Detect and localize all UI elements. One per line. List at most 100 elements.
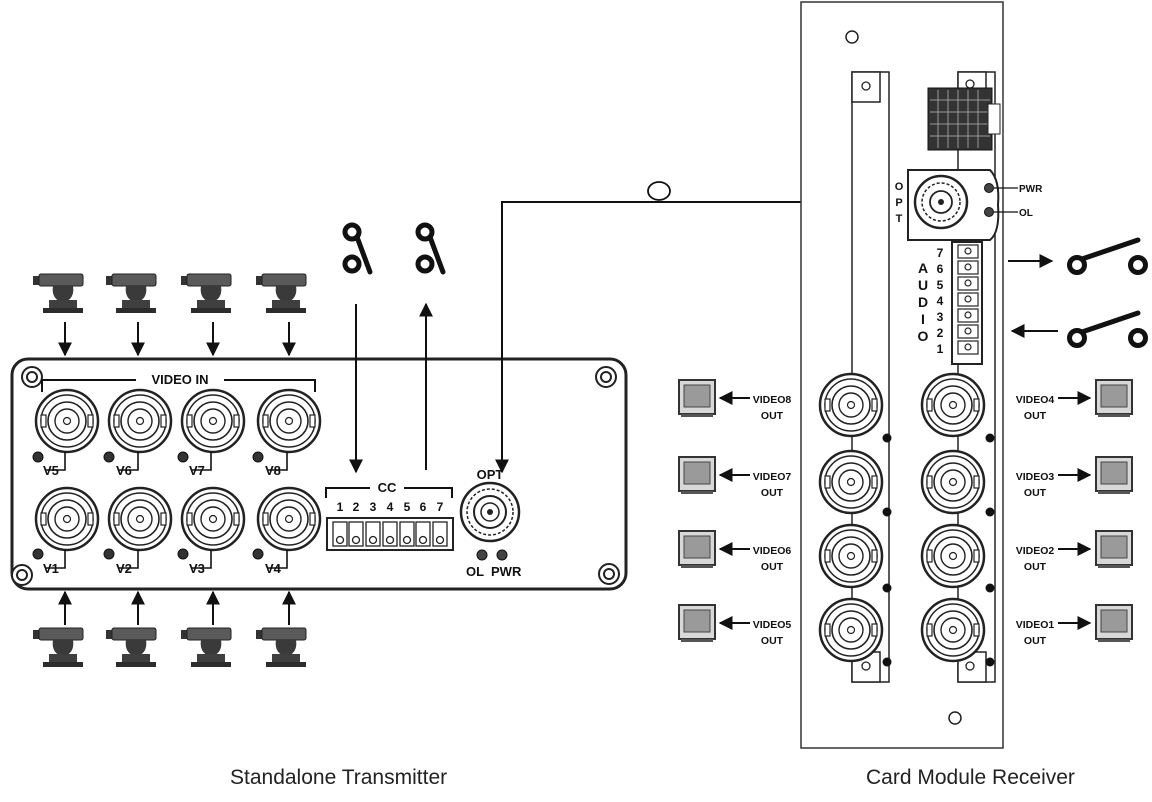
monitor-icon bbox=[678, 604, 716, 643]
audio-number: 5 bbox=[937, 278, 944, 292]
camera-icon bbox=[32, 273, 84, 314]
audio-number: 6 bbox=[937, 262, 944, 276]
ol-label: OL bbox=[466, 564, 484, 579]
bnc-output-video3[interactable] bbox=[920, 449, 986, 515]
bnc-output-video2[interactable] bbox=[920, 523, 986, 589]
cc-number: 6 bbox=[420, 500, 427, 514]
bnc-input-v2[interactable] bbox=[107, 486, 173, 552]
audio-number: 7 bbox=[937, 246, 944, 260]
audio-terminal-block[interactable] bbox=[951, 241, 983, 365]
cc-number: 4 bbox=[387, 500, 394, 514]
video-in-label: VIDEO IN bbox=[151, 372, 208, 387]
bnc-output-video6[interactable] bbox=[818, 523, 884, 589]
output-out-label: OUT bbox=[761, 487, 784, 499]
audio-letter: D bbox=[918, 294, 928, 310]
contact-closure-switch-icon bbox=[345, 225, 370, 272]
cc-number: 1 bbox=[337, 500, 344, 514]
bnc-input-v3[interactable] bbox=[180, 486, 246, 552]
monitor-icon bbox=[1095, 604, 1133, 643]
bnc-output-video4[interactable] bbox=[920, 372, 986, 438]
receiver-optical-connector[interactable] bbox=[907, 169, 1000, 241]
camera-icon bbox=[32, 627, 84, 668]
audio-number: 1 bbox=[937, 342, 944, 356]
output-out-label: OUT bbox=[1024, 635, 1047, 647]
monitor-icon bbox=[678, 379, 716, 418]
output-label-video6: VIDEO6 bbox=[753, 545, 792, 557]
camera-icon bbox=[255, 627, 307, 668]
fiber-optic-link bbox=[495, 181, 874, 474]
standalone-transmitter: VIDEO IN V5 V6 V7 V8 V1 V2 V3 V4 bbox=[10, 225, 628, 668]
edge-connector bbox=[927, 87, 1001, 151]
audio-letter: U bbox=[918, 277, 928, 293]
output-out-label: OUT bbox=[761, 561, 784, 573]
monitor-icon bbox=[678, 530, 716, 569]
camera-icon bbox=[255, 273, 307, 314]
output-label-video4: VIDEO4 bbox=[1016, 394, 1055, 406]
output-label-video1: VIDEO1 bbox=[1016, 619, 1055, 631]
output-label-video8: VIDEO8 bbox=[753, 394, 792, 406]
audio-number: 4 bbox=[937, 294, 944, 308]
bnc-input-v7[interactable] bbox=[180, 388, 246, 454]
bnc-input-v5[interactable] bbox=[34, 388, 100, 454]
cc-number: 7 bbox=[437, 500, 444, 514]
channel-label-v3: V3 bbox=[189, 561, 205, 576]
contact-closure-switch-icon bbox=[418, 225, 443, 272]
audio-letter: A bbox=[918, 260, 928, 276]
output-out-label: OUT bbox=[1024, 561, 1047, 573]
cc-number: 5 bbox=[404, 500, 411, 514]
bnc-output-video1[interactable] bbox=[920, 597, 986, 663]
bnc-input-v6[interactable] bbox=[107, 388, 173, 454]
audio-number: 2 bbox=[937, 326, 944, 340]
monitor-icon bbox=[1095, 456, 1133, 495]
output-label-video2: VIDEO2 bbox=[1016, 545, 1055, 557]
pwr-led bbox=[496, 549, 508, 561]
mount-holes bbox=[11, 366, 620, 586]
channel-label-v4: V4 bbox=[265, 561, 282, 576]
audio-switch-icon bbox=[1067, 237, 1148, 275]
audio-letter: I bbox=[921, 311, 925, 327]
channel-label-v6: V6 bbox=[116, 463, 132, 478]
bnc-output-video5[interactable] bbox=[818, 597, 884, 663]
optical-connector[interactable] bbox=[459, 481, 521, 543]
audio-switch-icon bbox=[1067, 310, 1148, 348]
output-out-label: OUT bbox=[1024, 487, 1047, 499]
monitor-icon bbox=[678, 456, 716, 495]
receiver-opt-letter: T bbox=[896, 213, 903, 225]
channel-label-v5: V5 bbox=[43, 463, 59, 478]
monitor-icon bbox=[1095, 530, 1133, 569]
output-out-label: OUT bbox=[1024, 410, 1047, 422]
opt-label: OPT bbox=[477, 467, 504, 482]
receiver-ol-label: OL bbox=[1019, 208, 1033, 219]
receiver-ol-led bbox=[984, 207, 994, 217]
receiver-pwr-label: PWR bbox=[1019, 184, 1043, 195]
camera-icon bbox=[180, 273, 232, 314]
channel-label-v1: V1 bbox=[43, 561, 59, 576]
monitor-icon bbox=[1095, 379, 1133, 418]
receiver-opt-letter: P bbox=[895, 197, 902, 209]
receiver-opt-letter: O bbox=[895, 181, 904, 193]
output-label-video5: VIDEO5 bbox=[753, 619, 792, 631]
audio-letter: O bbox=[918, 328, 929, 344]
cc-terminal-block[interactable] bbox=[326, 517, 454, 551]
bnc-output-video7[interactable] bbox=[818, 449, 884, 515]
card-module-receiver: O P T PWR OL A U D I O 7 6 5 4 3 2 1 bbox=[678, 1, 1148, 749]
camera-icon bbox=[180, 627, 232, 668]
output-label-video3: VIDEO3 bbox=[1016, 471, 1055, 483]
bnc-input-v4[interactable] bbox=[256, 486, 322, 552]
bnc-input-v1[interactable] bbox=[34, 486, 100, 552]
channel-label-v2: V2 bbox=[116, 561, 132, 576]
channel-label-v7: V7 bbox=[189, 463, 205, 478]
transmitter-caption: Standalone Transmitter bbox=[230, 766, 448, 789]
output-out-label: OUT bbox=[761, 410, 784, 422]
ol-led bbox=[476, 549, 488, 561]
bnc-input-v8[interactable] bbox=[256, 388, 322, 454]
bnc-output-video8[interactable] bbox=[818, 372, 884, 438]
receiver-pwr-led bbox=[984, 183, 994, 193]
camera-icon bbox=[105, 273, 157, 314]
output-out-label: OUT bbox=[761, 635, 784, 647]
output-label-video7: VIDEO7 bbox=[753, 471, 792, 483]
channel-label-v8: V8 bbox=[265, 463, 281, 478]
audio-number: 3 bbox=[937, 310, 944, 324]
camera-icon bbox=[105, 627, 157, 668]
